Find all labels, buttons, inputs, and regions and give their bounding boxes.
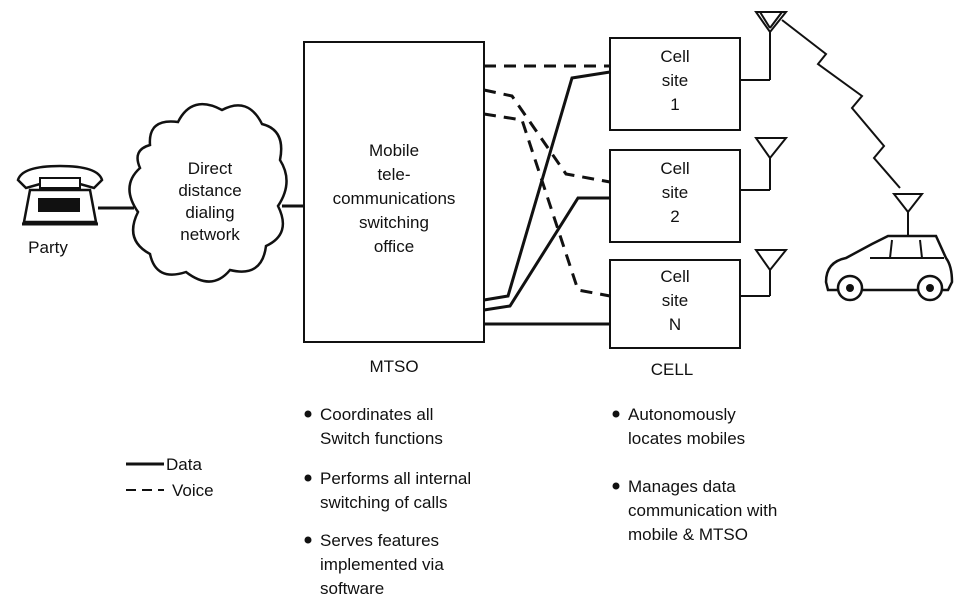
- cell-site-n-box: [609, 259, 741, 349]
- mtso-label-line-4: switching: [359, 213, 429, 232]
- party-label: Party: [28, 238, 68, 257]
- cell-bullet-1-line-1: Autonomously: [628, 405, 736, 424]
- antenna-icon: [740, 11, 789, 81]
- mtso-bullet-1-line-1: Coordinates all: [320, 405, 433, 424]
- cell-site-n-line-2: site: [662, 291, 688, 310]
- legend: Data Voice: [126, 455, 214, 500]
- car-icon: [824, 193, 954, 302]
- cell-site-n-line-3: N: [669, 315, 681, 334]
- cell-bullet-2-line-3: mobile & MTSO: [628, 525, 748, 544]
- cell-site-1-line-2: site: [662, 71, 688, 90]
- network-label-line-1: Direct: [188, 159, 233, 178]
- mtso-bullet-3-line-1: Serves features: [320, 531, 439, 550]
- data-link-site-1: [483, 70, 611, 302]
- legend-voice-label: Voice: [172, 481, 214, 500]
- legend-data-label: Data: [166, 455, 202, 474]
- cell-site-1-line-3: 1: [670, 95, 679, 114]
- radio-link-zigzag: [781, 19, 901, 189]
- mtso-bullet-1-line-2: Switch functions: [320, 429, 443, 448]
- telephone-icon: [16, 164, 104, 226]
- cell-site-2-line-3: 2: [670, 207, 679, 226]
- cell-site-n-line-1: Cell: [660, 267, 689, 286]
- cell-site-2-box: [609, 149, 741, 243]
- dialing-network-cloud: [128, 102, 288, 283]
- cell-bullet-1-line-2: locates mobiles: [628, 429, 745, 448]
- cell-bullet-2-line-2: communication with: [628, 501, 777, 520]
- antenna-icon: [740, 249, 789, 297]
- mtso-caption: MTSO: [369, 357, 418, 376]
- mtso-label-line-2: tele-: [377, 165, 410, 184]
- network-label-line-4: network: [180, 225, 240, 244]
- voice-trunk-site-n: [483, 112, 611, 298]
- network-label-line-3: dialing: [185, 203, 234, 222]
- mtso-label-line-1: Mobile: [369, 141, 419, 160]
- mtso-label-line-5: office: [374, 237, 414, 256]
- antenna-icon: [740, 137, 789, 191]
- cell-site-1-box: [609, 37, 741, 131]
- cell-site-2-line-2: site: [662, 183, 688, 202]
- mtso-label-line-3: communications: [333, 189, 456, 208]
- mtso-bullet-2-line-1: Performs all internal: [320, 469, 471, 488]
- mtso-bullet-3-line-2: implemented via: [320, 555, 444, 574]
- cell-caption: CELL: [651, 360, 694, 379]
- voice-trunk-site-2: [483, 88, 611, 184]
- cell-site-1-line-1: Cell: [660, 47, 689, 66]
- cell-bullet-list: Autonomously locates mobiles Manages dat…: [612, 405, 777, 544]
- cell-site-2-line-1: Cell: [660, 159, 689, 178]
- mtso-bullet-2-line-2: switching of calls: [320, 493, 448, 512]
- data-link-site-2: [483, 196, 610, 312]
- network-label-line-2: distance: [178, 181, 241, 200]
- cell-bullet-2-line-1: Manages data: [628, 477, 736, 496]
- mtso-bullet-list: Coordinates all Switch functions Perform…: [304, 405, 471, 598]
- mtso-bullet-3-line-3: software: [320, 579, 384, 598]
- mtso-box: [303, 41, 485, 343]
